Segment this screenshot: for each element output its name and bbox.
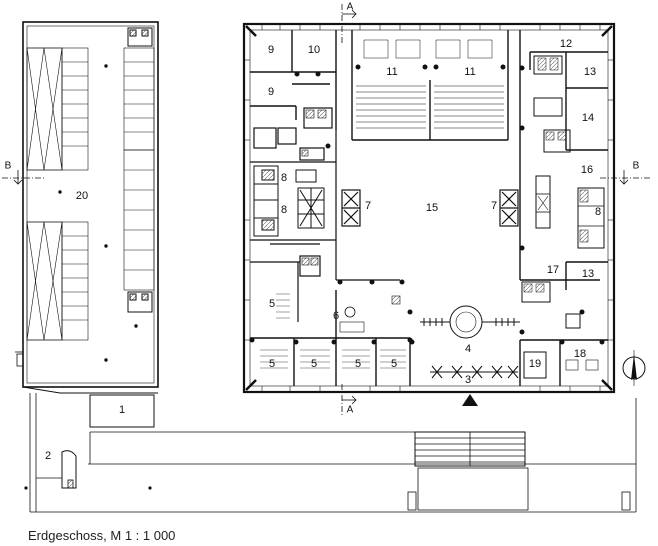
room-label: 9	[268, 86, 274, 98]
room-label: 12	[560, 38, 572, 50]
room-label: 5	[269, 358, 275, 370]
room-label: 8	[281, 172, 287, 184]
room-label: 11	[386, 66, 397, 78]
room-label: 8	[281, 204, 287, 216]
section-line-b	[2, 170, 650, 185]
section-marker-b-right: B	[633, 161, 640, 172]
room-label: 17	[547, 264, 559, 276]
room-label: 7	[491, 200, 497, 212]
room-label: 5	[311, 358, 317, 370]
room-label: 9	[268, 44, 274, 56]
section-line-a	[341, 4, 357, 416]
room-label: 10	[308, 44, 320, 56]
site-boundary	[24, 393, 637, 513]
room-label: 8	[595, 206, 601, 218]
room-label: 16	[581, 164, 593, 176]
room-label: 5	[355, 358, 361, 370]
room-label: 1	[119, 404, 125, 416]
room-label: 13	[582, 268, 594, 280]
room-label: 18	[574, 348, 586, 360]
room-label: 15	[426, 202, 438, 214]
section-marker-a-top: A	[347, 2, 354, 13]
room-label: 4	[465, 343, 471, 355]
section-marker-a-bottom: A	[347, 405, 354, 416]
room-label: 5	[269, 298, 275, 310]
room-label: 13	[584, 66, 596, 78]
room-label: 5	[391, 358, 397, 370]
main-building	[242, 22, 616, 394]
plan-caption: Erdgeschoss, M 1 : 1 000	[28, 528, 176, 543]
left-wing	[15, 21, 159, 394]
room-label: 11	[464, 66, 475, 78]
room-label: 6	[333, 310, 339, 322]
north-arrow-icon	[622, 350, 646, 386]
section-marker-b-left: B	[5, 161, 12, 172]
room-label: 19	[529, 358, 541, 370]
room-label: 14	[582, 112, 594, 124]
entrance-triangle-icon	[462, 394, 478, 406]
room-label: 7	[365, 200, 371, 212]
room-label: 2	[45, 450, 51, 462]
room-label: 20	[76, 190, 88, 202]
room-label: 3	[465, 374, 471, 386]
